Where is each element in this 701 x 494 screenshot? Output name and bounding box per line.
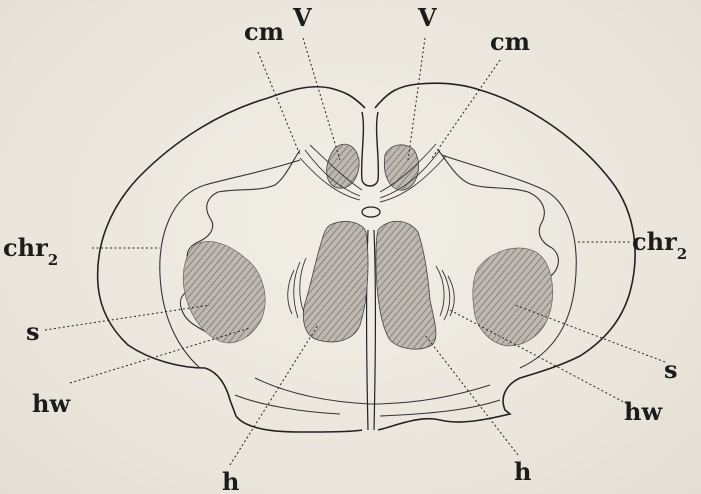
lateral-region-right — [473, 248, 553, 346]
root-fibers-right — [436, 266, 454, 320]
label-s-left: s — [26, 317, 40, 346]
label-hw-right: hw — [624, 397, 663, 426]
label-chr2-left-sub: 2 — [48, 251, 58, 269]
label-h-right: h — [514, 457, 531, 486]
label-v-left: V — [292, 3, 312, 32]
label-chr2-left-base: chr — [3, 233, 48, 262]
dorsal-notch — [362, 112, 379, 186]
label-chr2-right-sub: 2 — [677, 245, 687, 263]
central-canal — [362, 207, 380, 217]
label-s-right: s — [664, 355, 678, 384]
label-v-right: V — [417, 3, 437, 32]
label-chr2-left: chr2 — [3, 233, 58, 269]
lateral-region-left — [183, 242, 265, 343]
dorsal-column-left — [327, 144, 359, 188]
label-h-left: h — [222, 467, 239, 494]
root-fibers-left — [288, 258, 306, 318]
ventral-horn-right — [376, 221, 436, 349]
label-chr2-right: chr2 — [632, 227, 687, 263]
ventral-horn-left — [303, 221, 368, 341]
label-cm-left: cm — [244, 17, 284, 46]
label-chr2-right-base: chr — [632, 227, 677, 256]
ventral-band — [255, 378, 490, 404]
label-cm-right: cm — [490, 27, 530, 56]
label-hw-left: hw — [32, 389, 71, 418]
